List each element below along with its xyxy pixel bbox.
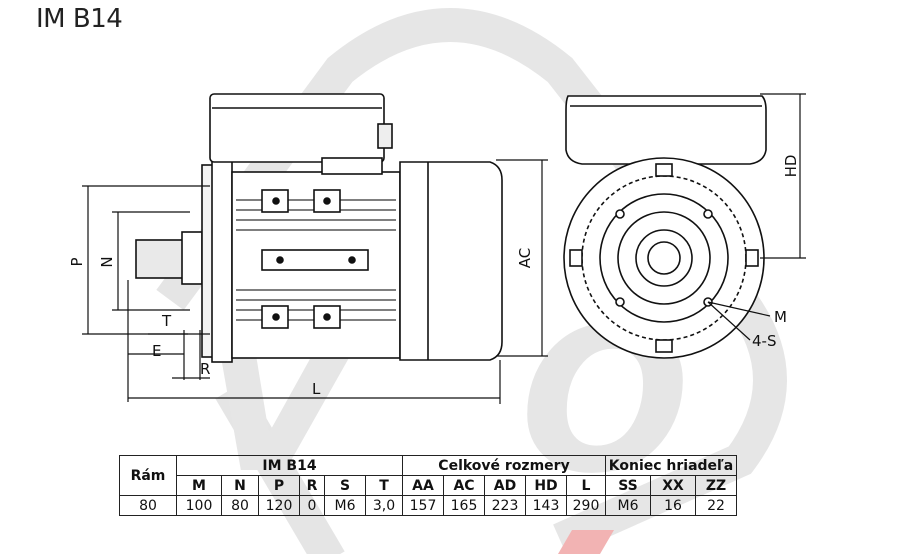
column-header-row: M N P R S T AA AC AD HD L SS XX ZZ bbox=[120, 475, 737, 496]
column-header: N bbox=[221, 475, 259, 496]
fan-cover bbox=[399, 161, 503, 361]
table-cell: M6 bbox=[324, 495, 366, 516]
side-view bbox=[135, 93, 503, 363]
column-header: AC bbox=[443, 475, 485, 496]
header-frame: Rám bbox=[119, 455, 177, 496]
table-cell: 22 bbox=[695, 495, 737, 516]
dimension-table: Rám IM B14 Celkové rozmery Koniec hriade… bbox=[119, 455, 737, 516]
column-header: ZZ bbox=[695, 475, 737, 496]
header-im-b14: IM B14 bbox=[176, 455, 403, 476]
dim-label-t: T bbox=[161, 312, 172, 330]
table-cell: 120 bbox=[258, 495, 300, 516]
table-cell: 3,0 bbox=[365, 495, 403, 516]
table-cell: 165 bbox=[443, 495, 485, 516]
side-dimension-labels: P N T E R L AC bbox=[68, 248, 534, 398]
table-cell: 143 bbox=[525, 495, 567, 516]
side-dimensions bbox=[82, 159, 548, 404]
column-header: R bbox=[299, 475, 325, 496]
table-cell: 223 bbox=[484, 495, 526, 516]
column-header: P bbox=[258, 475, 300, 496]
terminal-box bbox=[209, 93, 385, 163]
table-cell: 16 bbox=[650, 495, 696, 516]
column-header: AA bbox=[402, 475, 444, 496]
column-header: T bbox=[365, 475, 403, 496]
end-dimension-labels: HD M 4-S bbox=[752, 155, 800, 350]
end-dimensions bbox=[707, 93, 806, 341]
table-cell: 290 bbox=[566, 495, 606, 516]
end-view bbox=[563, 95, 767, 359]
table-cell: 80 bbox=[119, 495, 177, 516]
dim-label-e: E bbox=[152, 342, 161, 360]
header-shaft-end: Koniec hriadeľa bbox=[605, 455, 737, 476]
dim-label-n: N bbox=[98, 256, 116, 267]
table-cell: 80 bbox=[221, 495, 259, 516]
bolt-hole bbox=[703, 209, 713, 219]
dim-label-s: 4-S bbox=[752, 332, 776, 350]
column-header: SS bbox=[605, 475, 651, 496]
end-terminal-box bbox=[565, 95, 767, 165]
dim-label-r: R bbox=[200, 360, 210, 378]
table-cell: 100 bbox=[176, 495, 222, 516]
header-overall: Celkové rozmery bbox=[402, 455, 606, 476]
table-cell: 157 bbox=[402, 495, 444, 516]
page-title: IM B14 bbox=[36, 4, 123, 34]
column-header: XX bbox=[650, 475, 696, 496]
bolt-hole bbox=[615, 209, 625, 219]
table-row: 80 100 80 120 0 M6 3,0 157 165 223 143 2… bbox=[119, 495, 737, 516]
column-header: S bbox=[324, 475, 366, 496]
dim-label-m: M bbox=[774, 308, 787, 326]
dim-label-ac: AC bbox=[516, 248, 534, 268]
table-cell: 0 bbox=[299, 495, 325, 516]
bolt-hole bbox=[615, 297, 625, 307]
column-header: L bbox=[566, 475, 606, 496]
dim-label-hd: HD bbox=[782, 155, 800, 178]
table-cell: M6 bbox=[605, 495, 651, 516]
column-header: AD bbox=[484, 475, 526, 496]
dim-label-l: L bbox=[312, 380, 321, 398]
column-header: M bbox=[176, 475, 222, 496]
dim-label-p: P bbox=[68, 257, 86, 266]
column-header: HD bbox=[525, 475, 567, 496]
